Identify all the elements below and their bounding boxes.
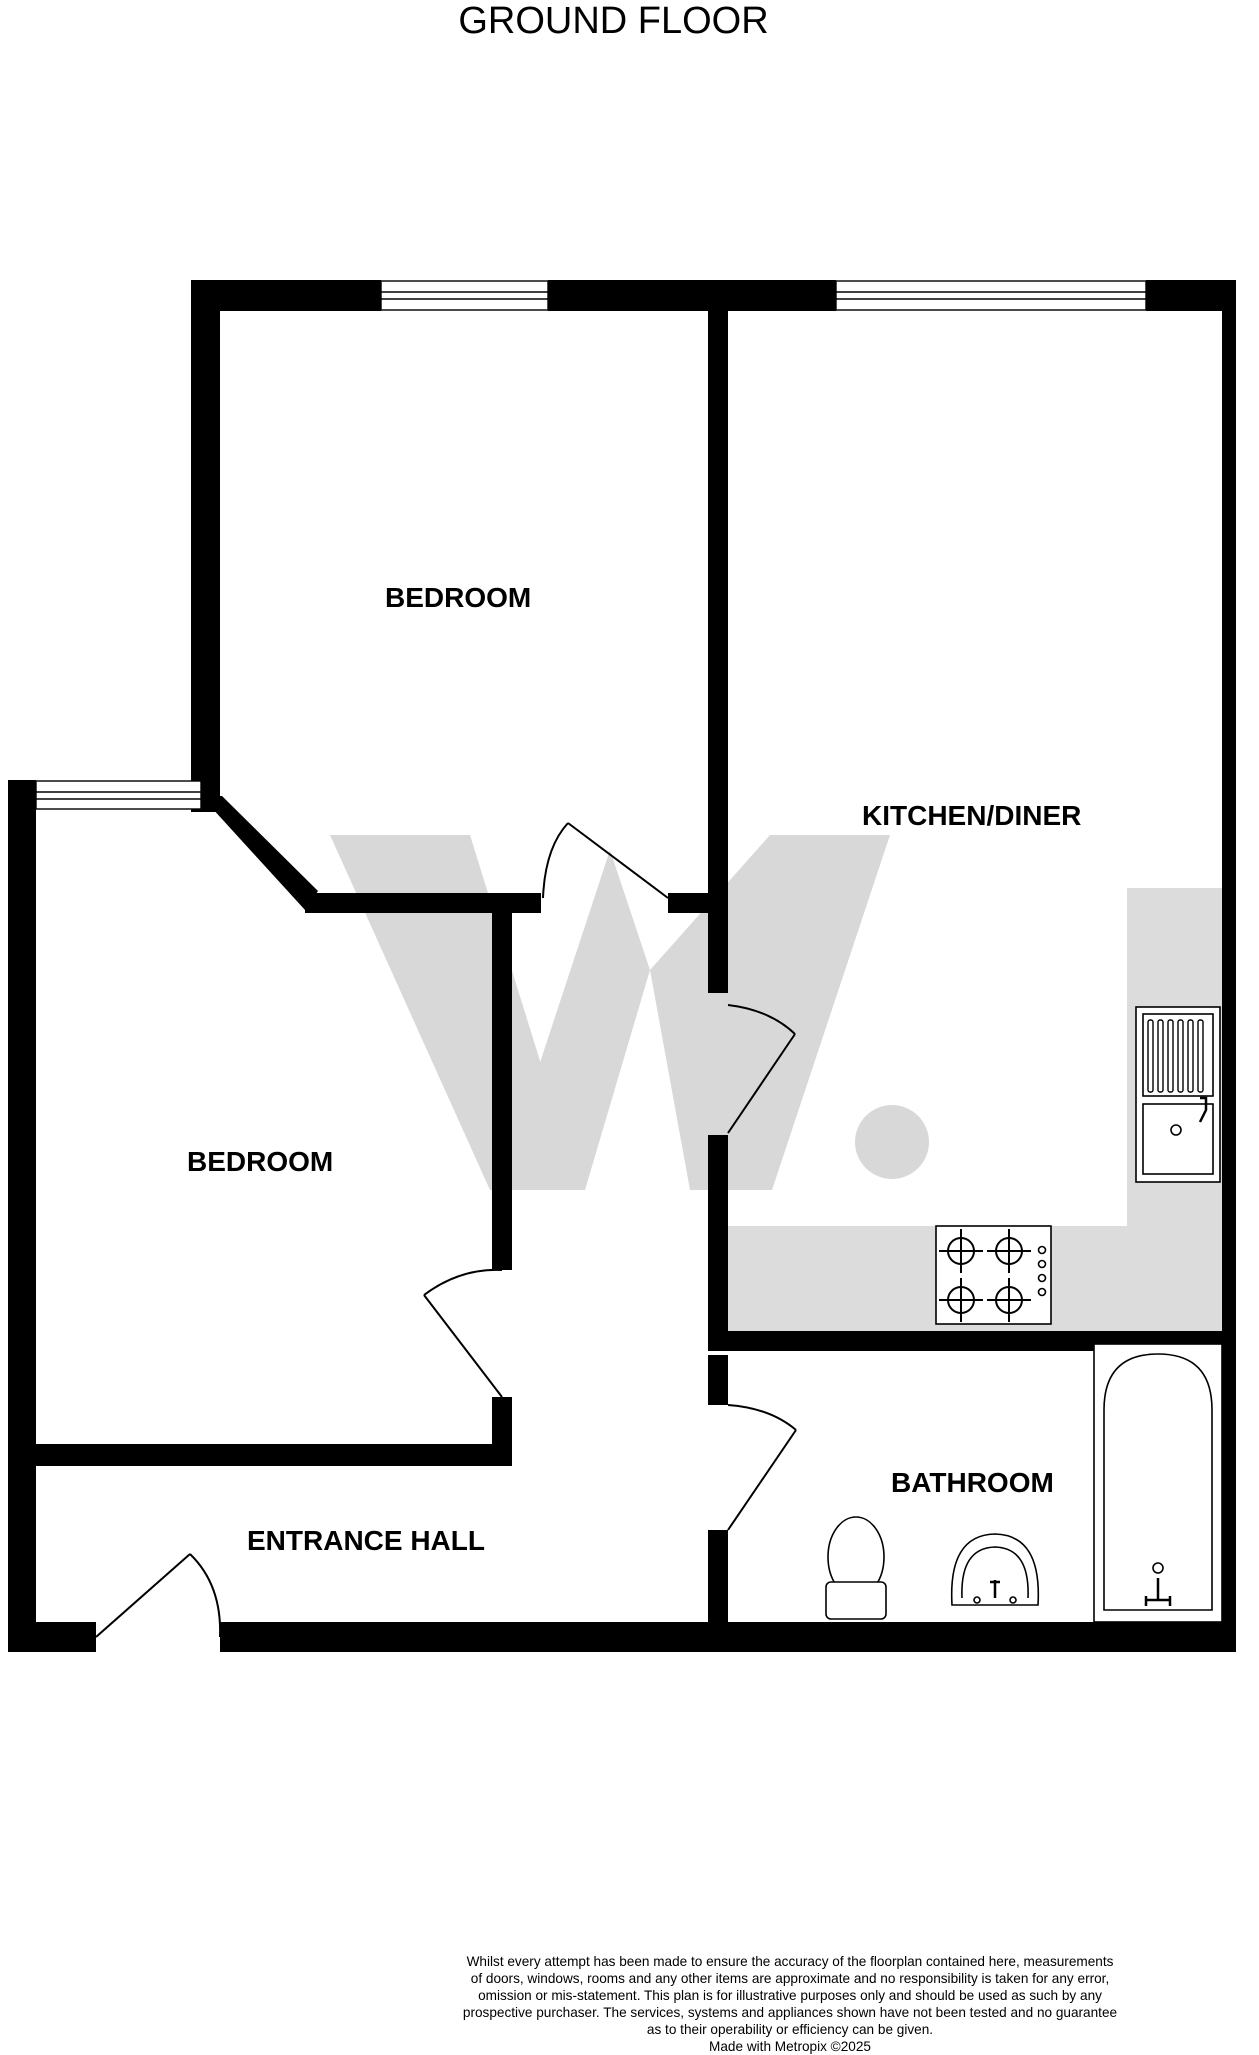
disclaimer: Whilst every attempt has been made to en… bbox=[420, 1953, 1160, 2055]
floor-title: GROUND FLOOR bbox=[458, 0, 769, 42]
room-label-bedroom-left: BEDROOM bbox=[187, 1146, 334, 1177]
door-upper-bedroom bbox=[542, 822, 669, 899]
window-kitchen bbox=[835, 280, 1147, 311]
windows bbox=[35, 280, 1147, 810]
hob-burners bbox=[939, 1229, 1031, 1322]
door-left-bedroom bbox=[423, 1268, 503, 1398]
door-entrance bbox=[95, 1553, 222, 1638]
room-label-bathroom: BATHROOM bbox=[891, 1467, 1054, 1498]
room-label-entrance-hall: ENTRANCE HALL bbox=[247, 1525, 485, 1556]
door-kitchen bbox=[727, 1004, 796, 1134]
window-upper-bedroom bbox=[380, 280, 549, 311]
bath-icon bbox=[1093, 1343, 1223, 1623]
disclaimer-line: Whilst every attempt has been made to en… bbox=[466, 1954, 1114, 1969]
window-left-bedroom bbox=[35, 780, 202, 810]
room-label-bedroom-upper: BEDROOM bbox=[385, 582, 532, 613]
walls bbox=[8, 280, 1236, 1652]
hob-icon bbox=[935, 1225, 1052, 1325]
sink-icon bbox=[1135, 1006, 1221, 1183]
watermark-w-logo bbox=[330, 835, 929, 1190]
disclaimer-credit: Made with Metropix ©2025 bbox=[709, 2039, 871, 2054]
door-bathroom bbox=[727, 1404, 797, 1531]
disclaimer-line: of doors, windows, rooms and any other i… bbox=[470, 1971, 1110, 1986]
disclaimer-line: omission or mis-statement. This plan is … bbox=[478, 1988, 1102, 2003]
basin-icon bbox=[950, 1533, 1040, 1606]
disclaimer-line: as to their operability or efficiency ca… bbox=[646, 2022, 934, 2037]
doors bbox=[95, 822, 797, 1638]
room-label-kitchen-diner: KITCHEN/DINER bbox=[862, 800, 1082, 831]
hob-knobs bbox=[1037, 1245, 1047, 1297]
toilet-icon bbox=[825, 1516, 887, 1620]
disclaimer-line: prospective purchaser. The services, sys… bbox=[462, 2005, 1118, 2020]
